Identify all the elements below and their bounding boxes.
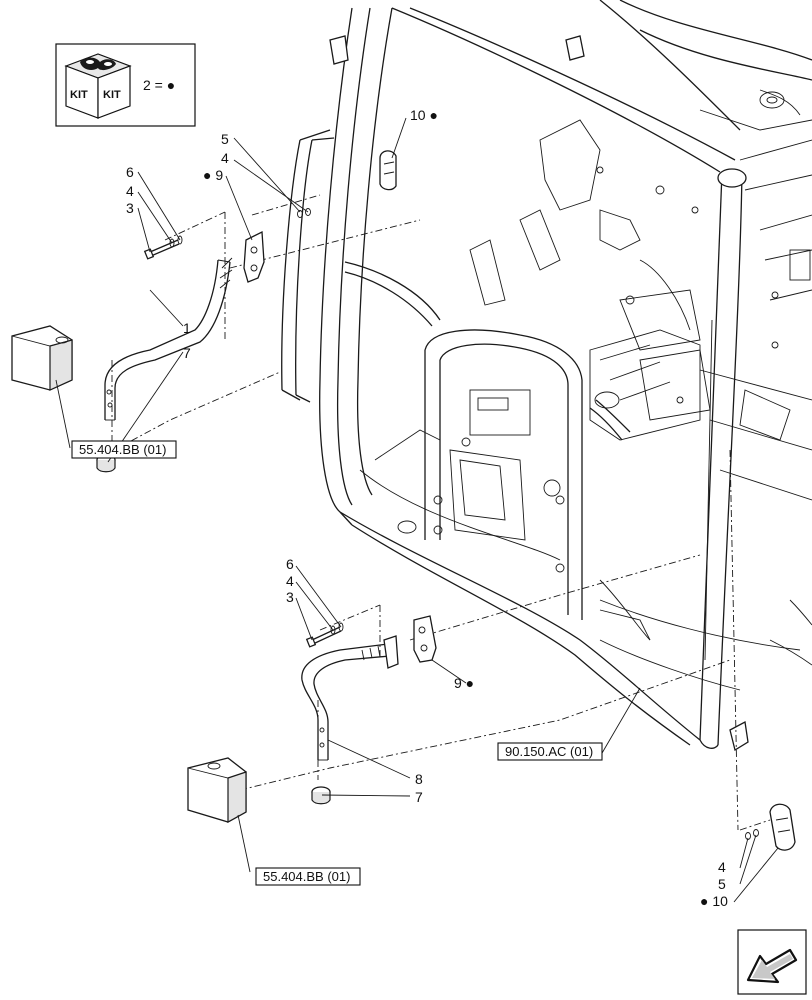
reference-upper[interactable]: 55.404.BB (01) <box>79 442 166 457</box>
leader-lines <box>55 117 779 903</box>
cover-part-lower <box>745 803 796 851</box>
rubber-block-lower <box>187 757 247 824</box>
reference-box-cab[interactable]: 90.150.AC (01) <box>497 742 603 761</box>
kit-label-left: KIT <box>70 89 88 101</box>
kit-legend: KIT KIT 2 = ● <box>55 43 196 127</box>
callout-8: 8 <box>415 771 423 787</box>
kit-equation: 2 = ● <box>143 77 175 93</box>
callout-labels: 10 ● 5 4 ● 9 6 4 3 1 7 6 4 3 9 ● 8 7 4 5… <box>126 107 728 909</box>
callout-4-lower: 4 <box>286 573 294 589</box>
callout-5-top: 5 <box>221 131 229 147</box>
callout-6-lower: 6 <box>286 556 294 572</box>
upper-step-assembly <box>96 150 397 473</box>
rubber-block-upper <box>11 325 73 391</box>
callout-10-bottom: ● 10 <box>700 893 728 909</box>
callout-3-upper: 3 <box>126 200 134 216</box>
callout-9-lower: 9 ● <box>454 675 474 691</box>
reference-lower[interactable]: 55.404.BB (01) <box>263 869 350 884</box>
reference-cab[interactable]: 90.150.AC (01) <box>505 744 593 759</box>
navigation-arrow-icon[interactable] <box>737 929 807 995</box>
callout-6-upper: 6 <box>126 164 134 180</box>
kit-label-right: KIT <box>103 89 121 101</box>
cab-frame <box>281 0 812 752</box>
callout-9-top: ● 9 <box>203 167 223 183</box>
callout-1: 1 <box>183 320 191 336</box>
callout-7-upper: 7 <box>183 345 191 361</box>
callout-4-top: 4 <box>221 150 229 166</box>
callout-7-lower: 7 <box>415 789 423 805</box>
callout-3-lower: 3 <box>286 589 294 605</box>
reference-box-lower[interactable]: 55.404.BB (01) <box>255 867 361 886</box>
callout-5-bottom: 5 <box>718 876 726 892</box>
callout-10-top: 10 ● <box>410 107 438 123</box>
callout-4-bottom: 4 <box>718 859 726 875</box>
reference-box-upper[interactable]: 55.404.BB (01) <box>71 440 177 459</box>
kit-box-icon: KIT KIT <box>64 53 132 119</box>
callout-4-upper: 4 <box>126 183 134 199</box>
